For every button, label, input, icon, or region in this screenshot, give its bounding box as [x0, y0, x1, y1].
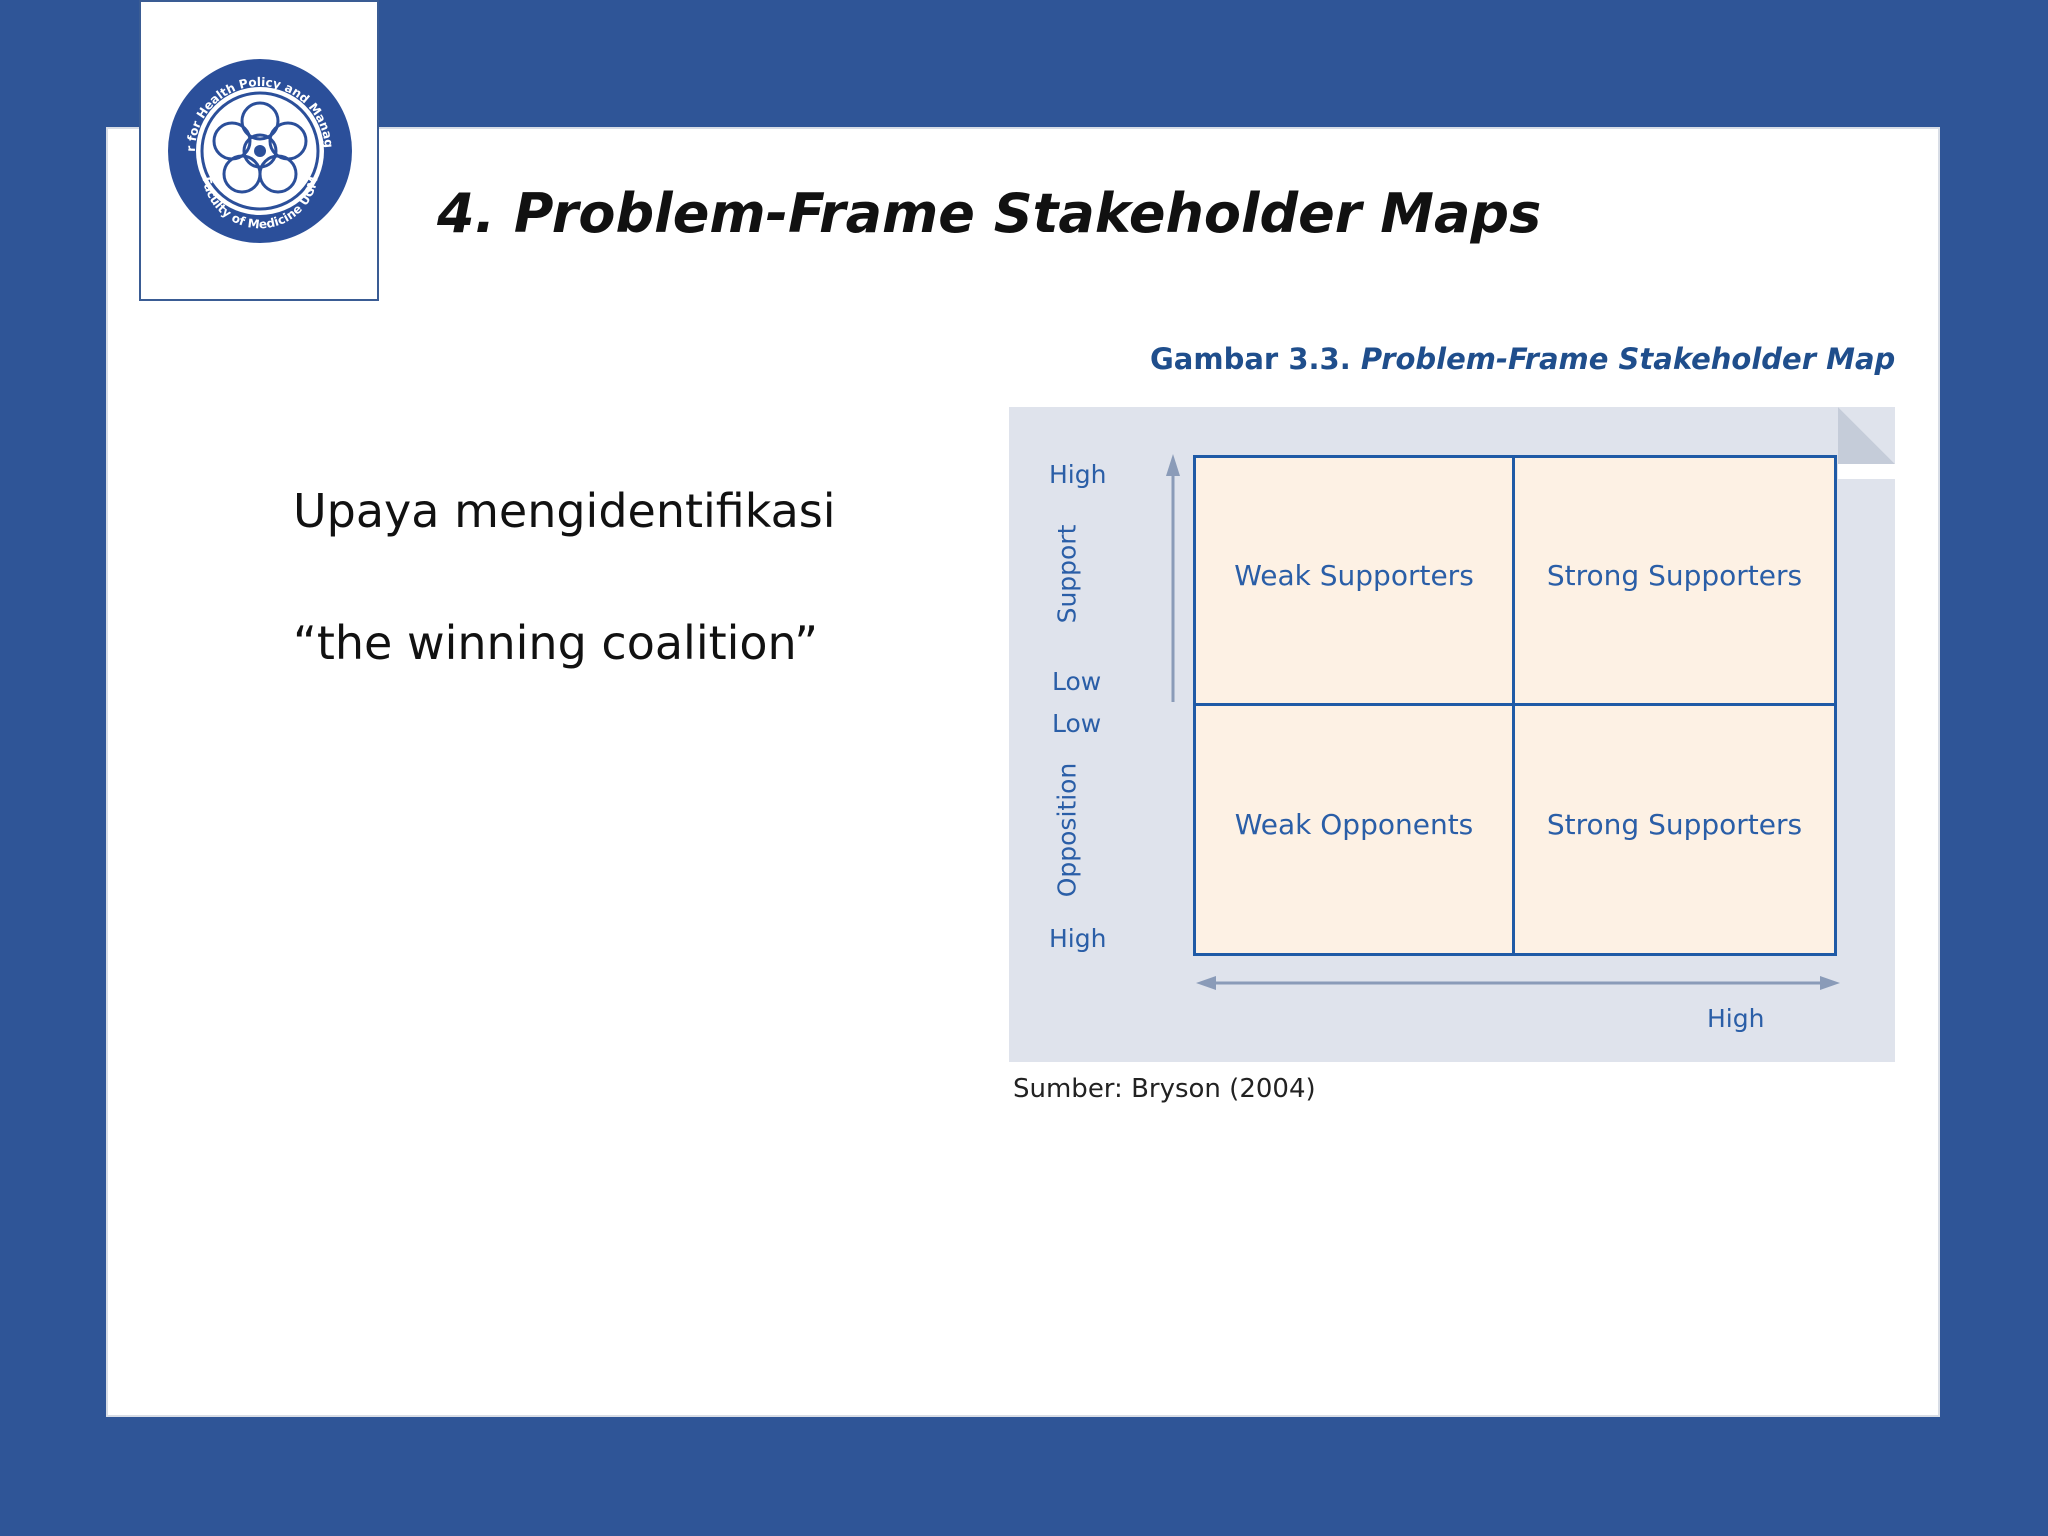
y-axis-support-high: High [1049, 460, 1107, 489]
body-text-line-1: Upaya mengidentifikasi [293, 484, 836, 538]
cell-strong-supporters-bottom: Strong Supporters [1546, 807, 1803, 841]
y-axis-support-label: Support [1052, 524, 1082, 624]
figure-caption: Gambar 3.3. Problem-Frame Stakeholder Ma… [1150, 342, 1895, 376]
y-axis-support-low: Low [1052, 667, 1102, 696]
stakeholder-matrix: Weak Supporters Strong Supporters Weak O… [1193, 455, 1837, 956]
y-axis-opposition-label: Opposition [1052, 762, 1082, 898]
cell-strong-supporters-top: Strong Supporters [1515, 458, 1834, 706]
figure-source: Sumber: Bryson (2004) [1013, 1074, 1316, 1104]
figure-caption-prefix: Gambar 3.3. [1150, 342, 1351, 376]
logo-box: Center for Health Policy and Management … [139, 0, 379, 301]
cell-weak-supporters: Weak Supporters [1196, 458, 1515, 706]
body-text-line-2: “the winning coalition” [293, 616, 819, 670]
y-axis-opposition-low: Low [1052, 709, 1102, 738]
ugm-chpm-logo: Center for Health Policy and Management … [165, 56, 352, 243]
figure-caption-title: Problem-Frame Stakeholder Map [1360, 342, 1896, 376]
cell-weak-opponents: Weak Opponents [1196, 705, 1515, 953]
page-fold-icon [1838, 407, 1895, 479]
slide-title: 4. Problem-Frame Stakeholder Maps [437, 182, 1542, 245]
x-axis-high: High [1707, 1004, 1765, 1033]
y-axis-opposition-high: High [1049, 924, 1107, 953]
